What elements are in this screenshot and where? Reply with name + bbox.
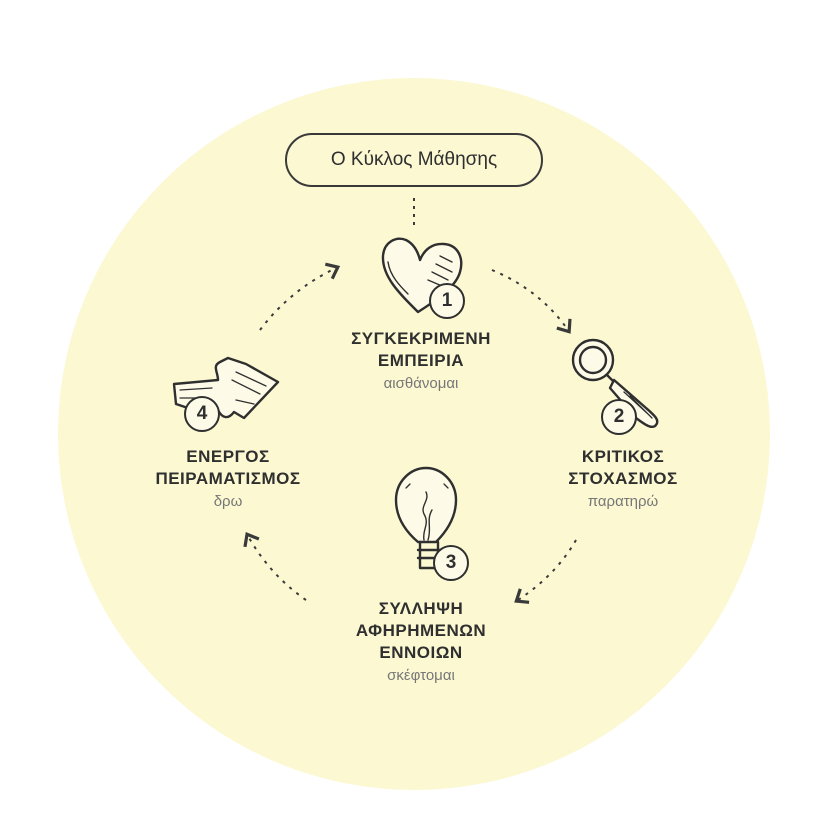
arrow-4-to-1	[259, 262, 341, 331]
stage-2: ΚΡΙΤΙΚΟΣ ΣΤΟΧΑΣΜΟΣ παρατηρώ	[513, 446, 733, 514]
background-circle	[58, 78, 770, 790]
stage-4: ΕΝΕΡΓΟΣ ΠΕΙΡΑΜΑΤΙΣΜΟΣ δρω	[118, 446, 338, 514]
arrow-2-to-3	[514, 539, 577, 604]
stage-3-title-line2: ΑΦΗΡΗΜΕΝΩΝ	[355, 621, 487, 640]
magnifier-icon	[571, 338, 659, 429]
stage-4-number-badge: 4	[184, 396, 220, 432]
stage-3-number-badge: 3	[433, 545, 469, 581]
stage-1-title-line1: ΣΥΓΚΕΚΡΙΜΕΝΗ	[351, 329, 491, 348]
stage-4-title-line2: ΠΕΙΡΑΜΑΤΙΣΜΟΣ	[155, 469, 301, 488]
stage-3: ΣΥΛΛΗΨΗ ΑΦΗΡΗΜΕΝΩΝ ΕΝΝΟΙΩΝ σκέφτομαι	[311, 598, 531, 688]
stage-4-title-line1: ΕΝΕΡΓΟΣ	[186, 447, 270, 466]
arrow-3-to-4	[243, 532, 307, 601]
stage-3-title-line1: ΣΥΛΛΗΨΗ	[378, 599, 464, 618]
stage-2-title-line2: ΣΤΟΧΑΣΜΟΣ	[568, 469, 678, 488]
stage-2-verb: παρατηρώ	[587, 493, 659, 510]
stage-3-title-line3: ΕΝΝΟΙΩΝ	[379, 643, 463, 662]
stage-4-verb: δρω	[213, 493, 243, 510]
stage-1: ΣΥΓΚΕΚΡΙΜΕΝΗ ΕΜΠΕΙΡΙΑ αισθάνομαι	[311, 328, 531, 396]
stage-1-verb: αισθάνομαι	[383, 375, 459, 392]
diagram-title: Ο Κύκλος Μάθησης	[285, 133, 543, 187]
stage-3-verb: σκέφτομαι	[387, 667, 455, 684]
stage-1-title-line2: ΕΜΠΕΙΡΙΑ	[377, 351, 465, 370]
arrow-1-to-2	[491, 269, 572, 334]
lightbulb-icon	[394, 466, 458, 570]
stage-2-number-badge: 2	[601, 399, 637, 435]
stage-2-title-line1: ΚΡΙΤΙΚΟΣ	[581, 447, 665, 466]
stage-1-number-badge: 1	[429, 283, 465, 319]
